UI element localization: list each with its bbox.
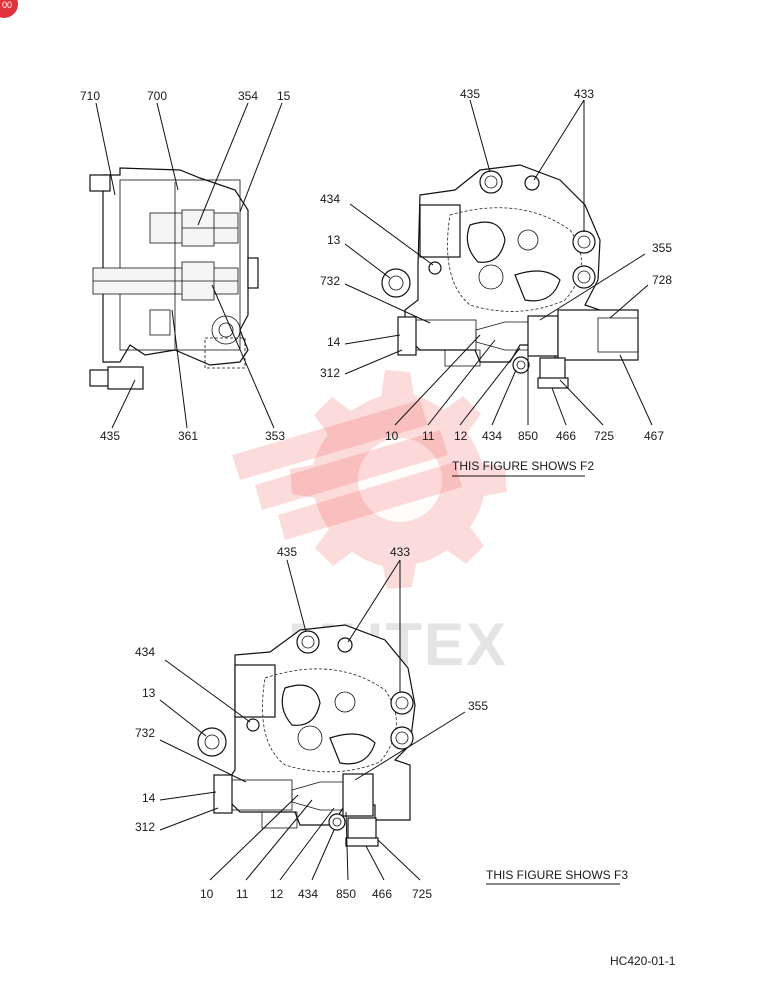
f2-label-732: 732 bbox=[320, 274, 340, 288]
f3-label-312: 312 bbox=[135, 820, 155, 834]
f2-label-312: 312 bbox=[320, 366, 340, 380]
f2-label-434-bottom: 434 bbox=[482, 429, 502, 443]
f3-label-12: 12 bbox=[270, 887, 284, 901]
caption-f3: THIS FIGURE SHOWS F3 bbox=[486, 868, 628, 882]
f2-label-13: 13 bbox=[327, 233, 341, 247]
caption-f2: THIS FIGURE SHOWS F2 bbox=[452, 459, 594, 473]
f3-label-434-bottom: 434 bbox=[298, 887, 318, 901]
label-15: 15 bbox=[277, 89, 291, 103]
f3-label-355: 355 bbox=[468, 699, 488, 713]
f2-label-435: 435 bbox=[460, 87, 480, 101]
f3-label-435: 435 bbox=[277, 545, 297, 559]
f3-view-pump bbox=[197, 624, 416, 847]
f2-label-433: 433 bbox=[574, 87, 594, 101]
f2-label-11: 11 bbox=[422, 429, 435, 443]
f2-label-467: 467 bbox=[644, 429, 664, 443]
f3-label-466: 466 bbox=[372, 887, 392, 901]
f2-label-14: 14 bbox=[327, 335, 341, 349]
label-354: 354 bbox=[238, 89, 258, 103]
f2-label-466: 466 bbox=[556, 429, 576, 443]
f3-label-14: 14 bbox=[142, 791, 156, 805]
f3-label-732: 732 bbox=[135, 726, 155, 740]
side-view-labels: 710 700 354 15 435 361 353 bbox=[80, 89, 291, 443]
f2-label-12: 12 bbox=[454, 429, 468, 443]
corner-badge: 00 bbox=[0, 0, 18, 18]
f2-view-labels: 435 433 434 13 732 14 312 355 728 10 11 … bbox=[320, 87, 672, 473]
watermark-logo: MHTEX bbox=[232, 370, 507, 678]
label-353: 353 bbox=[265, 429, 285, 443]
f2-label-10: 10 bbox=[385, 429, 399, 443]
f3-view-labels: 435 433 434 13 732 14 312 355 10 11 12 4… bbox=[135, 545, 628, 901]
f3-label-433: 433 bbox=[390, 545, 410, 559]
side-view-leaders bbox=[95, 102, 283, 429]
f2-label-434-top: 434 bbox=[320, 192, 340, 206]
f3-label-434-top: 434 bbox=[135, 645, 155, 659]
f2-view-pump bbox=[381, 164, 639, 389]
f3-label-10: 10 bbox=[200, 887, 214, 901]
f2-view-leaders bbox=[344, 99, 653, 477]
f2-label-355: 355 bbox=[652, 241, 672, 255]
f3-label-11: 11 bbox=[236, 887, 249, 901]
label-710: 710 bbox=[80, 89, 100, 103]
side-view-pump bbox=[89, 167, 259, 390]
label-700: 700 bbox=[147, 89, 167, 103]
f3-label-725: 725 bbox=[412, 887, 432, 901]
f2-label-728: 728 bbox=[652, 273, 672, 287]
f3-label-850: 850 bbox=[336, 887, 356, 901]
f2-label-725: 725 bbox=[594, 429, 614, 443]
drawing-code: HC420-01-1 bbox=[610, 954, 676, 968]
f3-view-leaders bbox=[159, 559, 620, 885]
label-435: 435 bbox=[100, 429, 120, 443]
corner-badge-text: 00 bbox=[2, 0, 12, 10]
f3-label-13: 13 bbox=[142, 686, 156, 700]
f2-label-850: 850 bbox=[518, 429, 538, 443]
label-361: 361 bbox=[178, 429, 198, 443]
